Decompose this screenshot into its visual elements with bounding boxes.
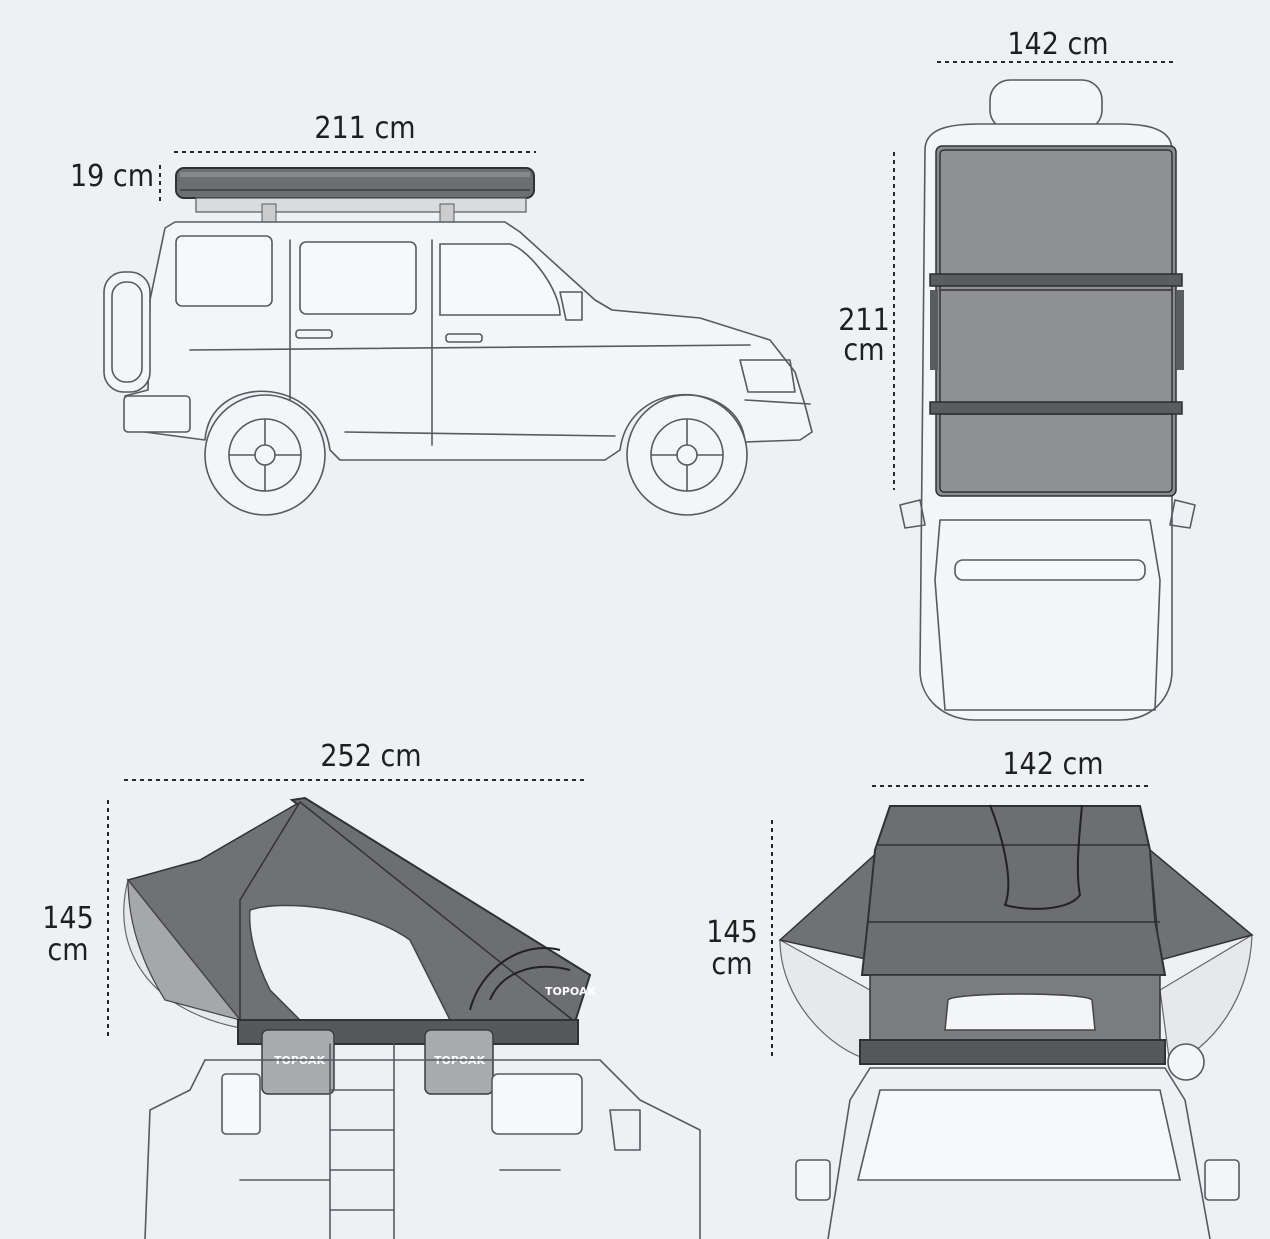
width-label-open: 142 cm: [1002, 747, 1103, 782]
top-view-closed: 142 cm 211 cm: [838, 27, 1196, 721]
side-view-closed: 211 cm 19 cm: [70, 111, 813, 516]
width-label: 142 cm: [1007, 27, 1108, 62]
length-label-line1: 211: [838, 303, 890, 338]
height-label-line2: cm: [47, 933, 88, 968]
height-label-line1: 145: [42, 901, 94, 936]
brand-logo: TOPOAK: [545, 985, 596, 998]
rear-wheel: [204, 394, 326, 516]
strap-2: [929, 401, 1183, 415]
rooftop-tent-closed: [175, 167, 535, 225]
height-label: 19 cm: [70, 159, 154, 194]
height-label-front-line2: cm: [711, 947, 752, 982]
length-label-open: 252 cm: [320, 739, 421, 774]
suv-side-partial: [144, 1059, 701, 1239]
spare-wheel: [989, 79, 1103, 131]
rooftop-tent-open: TOPOAK TOPOAK TOPOAK: [126, 796, 596, 1239]
rooftop-tent-front: [859, 804, 1167, 1065]
strap-1: [929, 273, 1183, 287]
storage-bag-left: [261, 1029, 335, 1095]
height-label-front-line1: 145: [706, 915, 758, 950]
front-wheel: [626, 394, 748, 516]
front-view-open: 142 cm 145 cm: [706, 747, 1254, 1239]
awning-left: [779, 938, 871, 1061]
ladder: [329, 1043, 395, 1239]
length-label: 211 cm: [314, 111, 415, 146]
length-label-line2: cm: [843, 333, 884, 368]
storage-bag-right: [424, 1029, 494, 1095]
side-view-open: 252 cm 145 cm TOPOAK TOPOAK TOPOAK: [42, 739, 701, 1239]
rooftop-tent-top: [929, 145, 1184, 497]
suv-front: [795, 1043, 1240, 1239]
awning-roll: [1167, 1043, 1205, 1081]
suv-side: [103, 221, 813, 516]
